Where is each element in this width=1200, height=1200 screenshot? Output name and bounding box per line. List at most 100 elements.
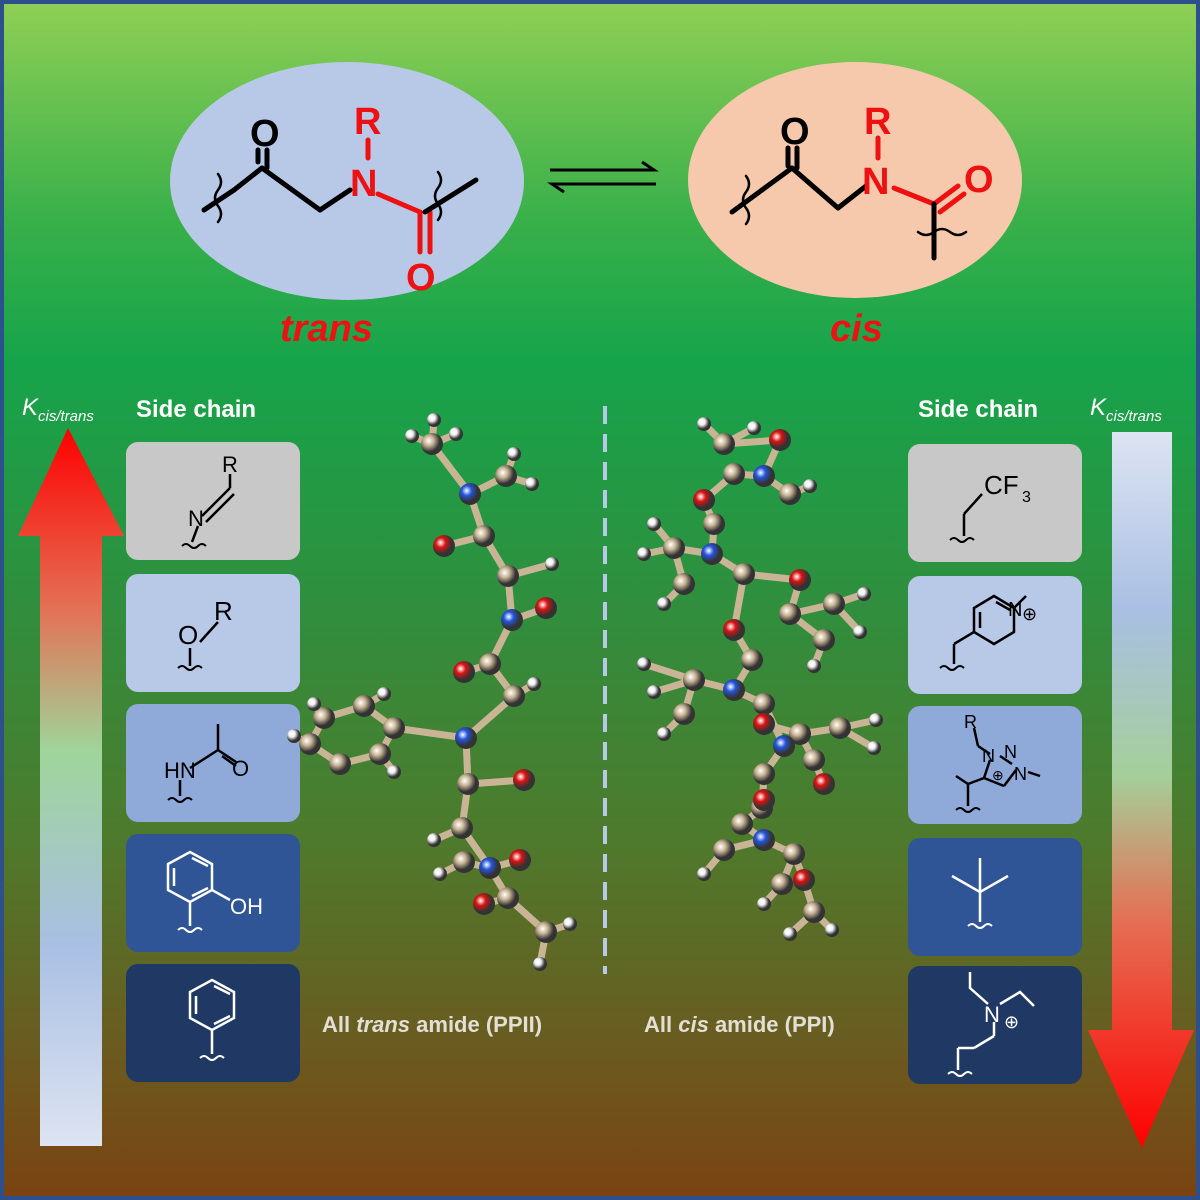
- atom: [697, 867, 711, 881]
- right-kcistrans-arrow-down: [1088, 432, 1194, 1148]
- atom: [473, 893, 495, 915]
- atom: [803, 901, 825, 923]
- svg-text:⊕: ⊕: [1022, 604, 1037, 624]
- atom: [533, 957, 547, 971]
- atom: [637, 547, 651, 561]
- svg-text:N: N: [1004, 742, 1017, 762]
- bond: [393, 724, 467, 742]
- left-kcistrans-arrow-up: [18, 428, 124, 1146]
- atom: [535, 597, 557, 619]
- atom: [733, 563, 755, 585]
- left-side-chain-acetamide: HN O: [126, 704, 300, 822]
- atom: [783, 843, 805, 865]
- atom: [647, 685, 661, 699]
- atom: [535, 921, 557, 943]
- atom: [383, 717, 405, 739]
- svg-text:3: 3: [1022, 489, 1031, 506]
- atom: [513, 769, 535, 791]
- atom: [421, 433, 443, 455]
- atom: [741, 649, 763, 671]
- atom: [479, 857, 501, 879]
- atom: [479, 653, 501, 675]
- atom: [545, 557, 559, 571]
- left-side-chain-phenyl: [126, 964, 300, 1082]
- atom: [509, 849, 531, 871]
- atom: [701, 543, 723, 565]
- atom: [405, 429, 419, 443]
- atom: [803, 479, 817, 493]
- atom: [723, 679, 745, 701]
- svg-text:N: N: [1014, 764, 1027, 784]
- left-side-chain-alkoxy: O R: [126, 574, 300, 692]
- atom: [673, 703, 695, 725]
- svg-text:R: R: [964, 712, 977, 732]
- atom: [753, 789, 775, 811]
- center-dashed-divider: [603, 406, 607, 974]
- cis-amide-O: O: [964, 159, 994, 201]
- trans-caption: All trans amide (PPII): [322, 1012, 543, 1037]
- atom: [853, 625, 867, 639]
- trans-ppii-molecular-model: [287, 413, 577, 971]
- atom: [773, 735, 795, 757]
- atom: [807, 659, 821, 673]
- atom: [803, 749, 825, 771]
- atom: [869, 713, 883, 727]
- right-k-label: Kcis/trans: [1090, 394, 1162, 425]
- right-side-chain-trifluoroethyl: CF 3: [908, 444, 1082, 562]
- atom: [501, 609, 523, 631]
- right-side-chain-tert-butyl: [908, 838, 1082, 956]
- svg-text:⊕: ⊕: [992, 767, 1004, 783]
- trans-carbonyl-O: O: [250, 113, 280, 155]
- atom: [497, 565, 519, 587]
- atom: [657, 727, 671, 741]
- atom: [753, 465, 775, 487]
- atom: [703, 513, 725, 535]
- atom: [457, 773, 479, 795]
- svg-text:HN: HN: [164, 758, 196, 783]
- left-side-chain-imine: R N: [126, 442, 300, 560]
- atom: [779, 483, 801, 505]
- atom: [455, 727, 477, 749]
- atom: [497, 887, 519, 909]
- cis-R: R: [864, 101, 891, 143]
- svg-text:N: N: [188, 506, 204, 531]
- right-side-chain-triazolium: R N N N ⊕: [908, 706, 1082, 824]
- svg-text:OH: OH: [230, 894, 263, 919]
- right-side-chain-header: Side chain: [918, 396, 1039, 423]
- atom: [657, 597, 671, 611]
- cis-carbonyl-O: O: [780, 111, 810, 153]
- left-side-chain-hydroxyphenyl: OH: [126, 834, 300, 952]
- svg-text:N: N: [982, 746, 995, 766]
- atom: [813, 629, 835, 651]
- atom: [731, 813, 753, 835]
- cis-N: N: [862, 161, 889, 203]
- atom: [789, 569, 811, 591]
- atom: [771, 873, 793, 895]
- left-k-label: Kcis/trans: [22, 394, 94, 425]
- atom: [451, 817, 473, 839]
- atom: [427, 833, 441, 847]
- cis-structure: O R N O: [729, 101, 994, 261]
- atom: [647, 517, 661, 531]
- atom: [369, 743, 391, 765]
- atom: [637, 657, 651, 671]
- svg-text:N: N: [1008, 599, 1022, 621]
- atom: [503, 685, 525, 707]
- atom: [813, 773, 835, 795]
- atom: [453, 851, 475, 873]
- atom: [377, 687, 391, 701]
- atom: [829, 717, 851, 739]
- svg-text:R: R: [214, 596, 233, 626]
- cis-label: cis: [830, 308, 883, 350]
- cis-ellipse: [688, 62, 1022, 298]
- svg-text:R: R: [222, 452, 238, 477]
- atom: [857, 587, 871, 601]
- svg-text:O: O: [178, 620, 198, 650]
- atom: [495, 465, 517, 487]
- atom: [427, 413, 441, 427]
- atom: [753, 713, 775, 735]
- atom: [507, 447, 521, 461]
- atom: [525, 477, 539, 491]
- atom: [287, 729, 301, 743]
